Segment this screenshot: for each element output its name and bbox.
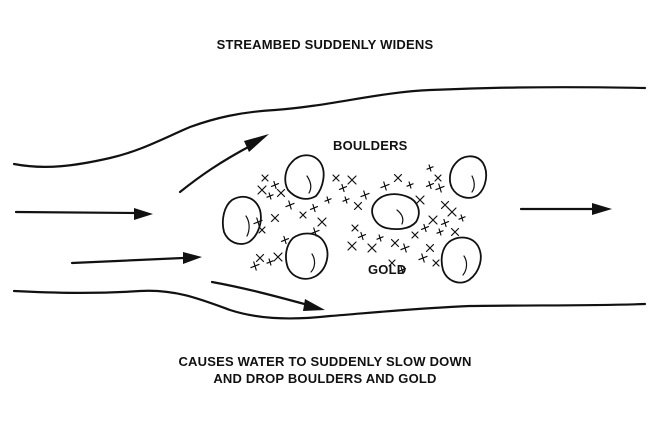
boulder bbox=[371, 193, 420, 230]
gold-speck bbox=[299, 211, 307, 219]
gold-speck bbox=[376, 234, 384, 242]
gold-speck bbox=[338, 183, 348, 193]
boulder bbox=[448, 155, 488, 199]
gold-speck bbox=[425, 180, 435, 190]
boulder bbox=[440, 236, 482, 284]
gold-speck bbox=[280, 235, 290, 245]
gold-speck bbox=[310, 227, 320, 237]
upper-stream-bank bbox=[12, 86, 647, 168]
gold-speck bbox=[253, 217, 263, 227]
gold-speck bbox=[270, 180, 280, 190]
gold-speck bbox=[342, 196, 350, 204]
gold-speck bbox=[353, 201, 363, 211]
flow-arrow-left bbox=[14, 208, 153, 220]
gold-speck bbox=[432, 259, 440, 267]
gold-speck bbox=[347, 241, 357, 251]
gold-speck bbox=[257, 185, 267, 195]
boulders-label: BOULDERS bbox=[333, 138, 408, 153]
gold-speck bbox=[380, 181, 390, 191]
gold-speck bbox=[332, 174, 340, 182]
gold-speck bbox=[273, 252, 283, 262]
flow-arrow-right bbox=[519, 203, 612, 215]
gold-speck bbox=[434, 174, 442, 182]
gold-speck bbox=[266, 192, 274, 200]
gold-speck bbox=[255, 253, 265, 263]
boulder bbox=[284, 154, 325, 200]
gold-speck bbox=[447, 207, 457, 217]
diagram-caption: CAUSES WATER TO SUDDENLY SLOW DOWN AND D… bbox=[0, 353, 650, 387]
gold-speck bbox=[357, 231, 367, 241]
gold-speck bbox=[428, 215, 438, 225]
gold-speck bbox=[250, 261, 260, 271]
gold-speck bbox=[426, 164, 434, 172]
gold-speck bbox=[276, 188, 286, 198]
gold-speck bbox=[351, 224, 359, 232]
gold-speck bbox=[440, 200, 450, 210]
gold-speck bbox=[400, 243, 410, 253]
gold-speck bbox=[450, 227, 460, 237]
gold-speck bbox=[390, 238, 400, 248]
gold-speck bbox=[388, 259, 396, 267]
lower-stream-bank bbox=[12, 289, 647, 320]
gold-speck bbox=[393, 173, 403, 183]
gold-speck bbox=[397, 265, 407, 275]
flow-arrow-lower-curved bbox=[210, 280, 325, 311]
flow-arrow-upper-curved bbox=[178, 134, 269, 194]
boulder bbox=[221, 196, 262, 245]
gold-speck bbox=[261, 174, 269, 182]
boulder bbox=[285, 232, 329, 280]
gold-speck bbox=[285, 200, 295, 210]
caption-line-1: CAUSES WATER TO SUDDENLY SLOW DOWN bbox=[178, 354, 472, 369]
gold-specks bbox=[250, 164, 466, 275]
gold-speck bbox=[317, 217, 327, 227]
gold-speck bbox=[458, 214, 466, 222]
gold-speck bbox=[258, 226, 266, 234]
gold-speck bbox=[324, 196, 332, 204]
gold-speck bbox=[440, 218, 450, 228]
gold-speck bbox=[415, 195, 425, 205]
gold-speck bbox=[360, 190, 370, 200]
gold-speck bbox=[436, 228, 444, 236]
gold-speck bbox=[425, 243, 435, 253]
gold-speck bbox=[411, 231, 419, 239]
gold-speck bbox=[266, 258, 274, 266]
gold-speck bbox=[406, 181, 414, 189]
gold-speck bbox=[309, 203, 319, 213]
gold-speck bbox=[367, 243, 377, 253]
gold-speck bbox=[270, 213, 280, 223]
gold-speck bbox=[347, 175, 357, 185]
diagram-title: STREAMBED SUDDENLY WIDENS bbox=[216, 37, 434, 52]
gold-speck bbox=[420, 223, 430, 233]
gold-speck bbox=[418, 253, 428, 263]
gold-label: GOLD bbox=[368, 262, 407, 277]
gold-speck bbox=[435, 183, 445, 193]
caption-line-2: AND DROP BOULDERS AND GOLD bbox=[213, 371, 437, 386]
flow-arrow-middle bbox=[70, 252, 202, 265]
